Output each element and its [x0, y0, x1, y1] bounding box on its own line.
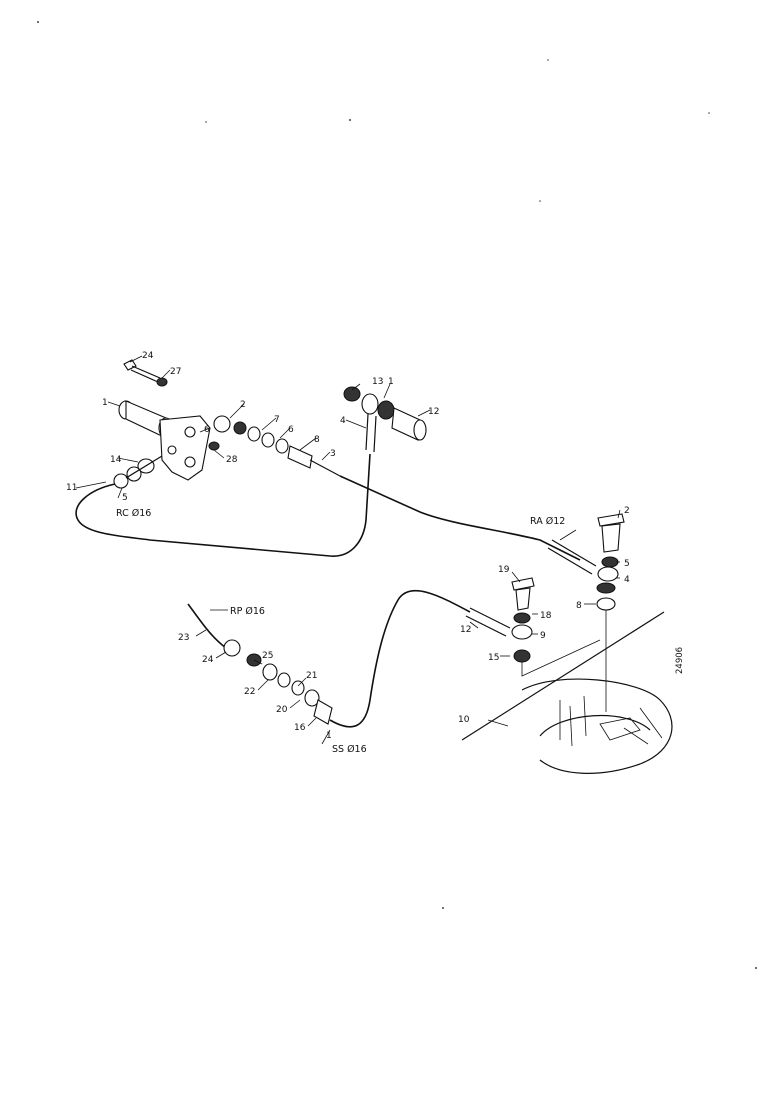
fitting-chain-lower [223, 639, 333, 725]
part-number: 2 [624, 506, 630, 516]
part-number: 7 [274, 415, 280, 425]
part-number: 5 [624, 559, 630, 569]
part-number: 9 [540, 631, 546, 641]
fitting-group-top [343, 386, 427, 453]
part-number: 11 [66, 483, 77, 493]
pipe-label-rp: RP Ø16 [230, 606, 265, 617]
part-number: 28 [226, 455, 238, 465]
part-number: 3 [330, 449, 336, 459]
part-number: 24 [202, 655, 214, 665]
part-number: 16 [294, 723, 306, 733]
part-number: 5 [122, 493, 128, 503]
fitting-chain-upper [213, 415, 341, 477]
part-number: 19 [498, 565, 510, 575]
part-number: 27 [170, 367, 181, 377]
part-numbers: 24 27 1 2 7 6 8 3 13 1 12 4 14 11 5 28 6… [66, 351, 630, 741]
part-number: 13 [372, 377, 383, 387]
pipe-routing [75, 453, 597, 728]
part-number: 14 [110, 455, 122, 465]
banjo-bolt-middle [511, 577, 601, 677]
part-number: 8 [314, 435, 320, 445]
part-number: 6 [288, 425, 294, 435]
part-number: 24 [142, 351, 154, 361]
pipe-labels: RC Ø16 RA Ø12 RP Ø16 SS Ø16 [116, 508, 565, 755]
part-number: 8 [576, 601, 582, 611]
part-number: 20 [276, 705, 288, 715]
banjo-bolt-right [596, 513, 625, 712]
part-number: 12 [460, 625, 471, 635]
part-number: 1 [388, 377, 394, 387]
pipe-label-rc: RC Ø16 [116, 508, 151, 519]
part-number: 25 [262, 651, 273, 661]
part-number: 2 [240, 400, 246, 410]
part-number: 23 [178, 633, 189, 643]
part-number: 1 [102, 398, 108, 408]
part-number: 4 [340, 416, 346, 426]
part-number: 22 [244, 687, 255, 697]
scan-specks [37, 21, 757, 969]
pipe-label-ra: RA Ø12 [530, 516, 565, 527]
drawing-code: 24906 [675, 647, 685, 674]
pipe-label-ss: SS Ø16 [332, 744, 367, 755]
coupling-assembly [113, 359, 220, 489]
part-number: 18 [540, 611, 552, 621]
part-number: 10 [458, 715, 470, 725]
base-housing [461, 611, 673, 774]
part-number: 1 [326, 731, 332, 741]
leader-lines [75, 355, 621, 745]
part-number: 4 [624, 575, 630, 585]
part-number: 21 [306, 671, 317, 681]
part-number: 6 [204, 425, 210, 435]
part-number: 12 [428, 407, 439, 417]
part-number: 15 [488, 653, 499, 663]
